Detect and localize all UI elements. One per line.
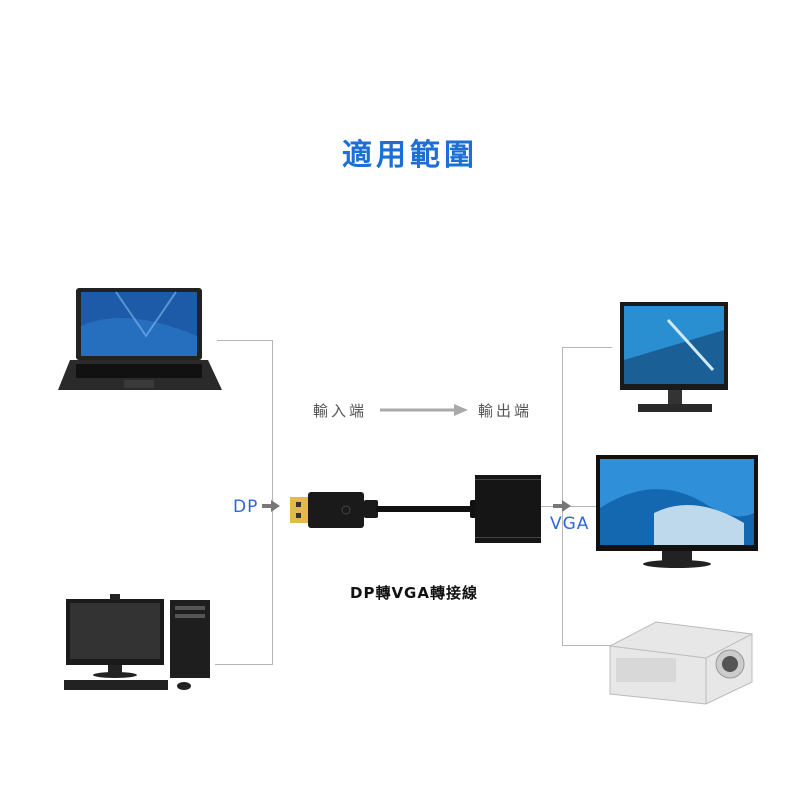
projector-image <box>609 621 753 705</box>
input-end-label: 輸入端 <box>313 402 368 420</box>
monitor-image <box>596 455 758 568</box>
connector-line <box>217 340 273 341</box>
dp-to-vga-adapter-image <box>290 475 541 543</box>
connector-line <box>562 347 612 348</box>
monitor-image <box>620 302 728 412</box>
connector-line <box>562 347 563 646</box>
vga-port-label: VGA <box>550 514 590 534</box>
output-end-label: 輸出端 <box>478 402 533 420</box>
product-caption: DP轉VGA轉接線 <box>350 584 478 602</box>
dp-port-label: DP <box>233 497 259 517</box>
page-title: 適用範圍 <box>342 138 478 173</box>
connector-line <box>215 664 273 665</box>
laptop-image <box>58 288 222 390</box>
connector-line <box>562 645 612 646</box>
arrow-right-icon <box>262 500 280 512</box>
flow-arrow-icon <box>380 404 468 416</box>
desktop-computer-image <box>64 594 210 690</box>
arrow-right-icon <box>553 500 571 512</box>
